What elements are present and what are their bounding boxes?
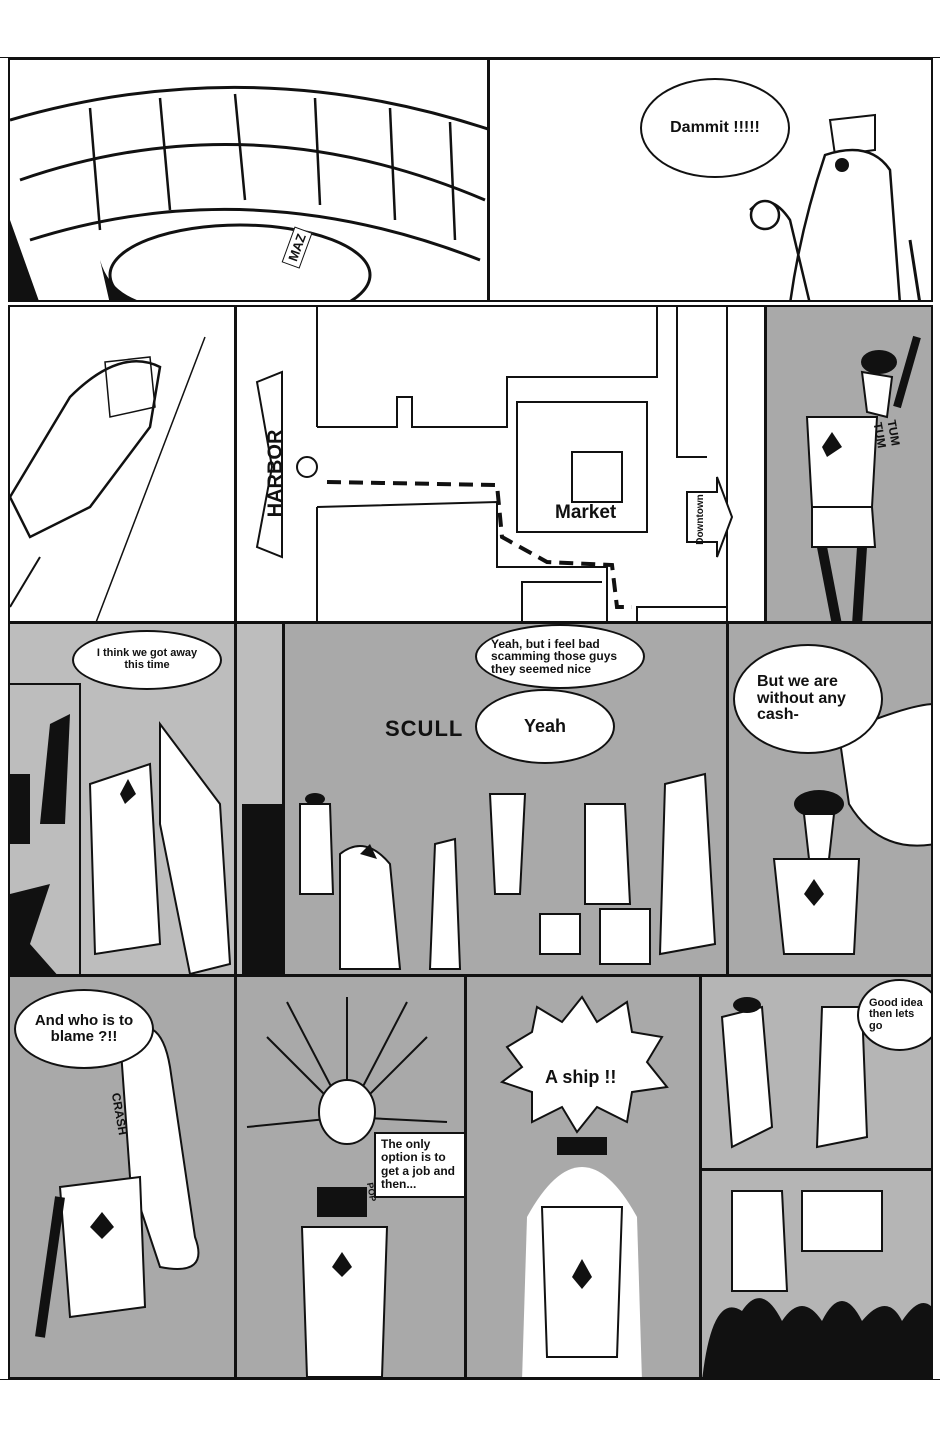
group-characters-drawing (299, 772, 717, 970)
speech-bubble-dammit: Dammit !!!!! (640, 78, 790, 178)
sfx-tum-tum: TUM TUM (870, 418, 903, 450)
panel-12-ship: A ship !! (465, 975, 701, 1379)
silhouette-drawing (242, 804, 282, 974)
speech-bubble-got-away: I think we got away this time (72, 630, 222, 690)
two-characters-walking (720, 997, 869, 1149)
speech-bubble-blame: And who is to blame ?!! (14, 989, 154, 1069)
speech-bubble-yeah: Yeah (475, 689, 615, 764)
spiky-bubble-and-character (499, 995, 669, 1377)
panel-2-dammit: Dammit !!!!! (488, 58, 933, 302)
panel-8-group: SCULL Yeah, but i feel bad scamming thos… (283, 622, 728, 976)
speech-bubble-feel-bad: Yeah, but i feel bad scamming those guys… (475, 624, 645, 689)
panel-7-narrow (235, 622, 284, 976)
office-crowd-drawing (702, 1190, 931, 1377)
running-characters-drawing (10, 683, 232, 974)
map-label-downtown: Downtown (694, 494, 706, 545)
arch-drawing (10, 85, 487, 300)
caption-box-get-job: The only option is to get a job and then… (374, 1132, 464, 1198)
map-label-market: Market (555, 502, 617, 523)
trim-line-top (0, 57, 940, 58)
speech-bubble-no-cash: But we are without any cash- (733, 644, 883, 754)
giant-hand-drawing (35, 1026, 200, 1338)
character-cap-drawing (749, 113, 921, 300)
scull-sign: SCULL (385, 716, 464, 741)
panel-11-idea: The only option is to get a job and then… (235, 975, 466, 1379)
map-label-harbor: HARBOR (264, 429, 287, 518)
character-pointing-drawing (772, 703, 931, 955)
lightbulb-drawing (246, 997, 448, 1377)
hand-drawing (10, 336, 206, 621)
character-tophat-drawing (805, 335, 921, 621)
speech-bubble-ship: A ship !! (545, 1067, 617, 1087)
panel-6-getaway: I think we got away this time (8, 622, 236, 976)
panel-1-arches: MAZ (8, 58, 489, 302)
panel-5-character-tumtum: TUM TUM (765, 305, 933, 623)
panel-4-map: HARBOR Market Downtown (235, 305, 766, 623)
panel-13-lets-go: Good idea then lets go (700, 975, 933, 1170)
panel-10-blame: And who is to blame ?!! CRASH (8, 975, 236, 1379)
map-streets (255, 307, 734, 621)
panel-3-hand (8, 305, 236, 623)
panel-14-office (700, 1169, 933, 1379)
panel-9-no-cash: But we are without any cash- (727, 622, 933, 976)
speech-bubble-good-idea: Good idea then lets go (857, 979, 931, 1051)
trim-line-bottom (0, 1379, 940, 1380)
